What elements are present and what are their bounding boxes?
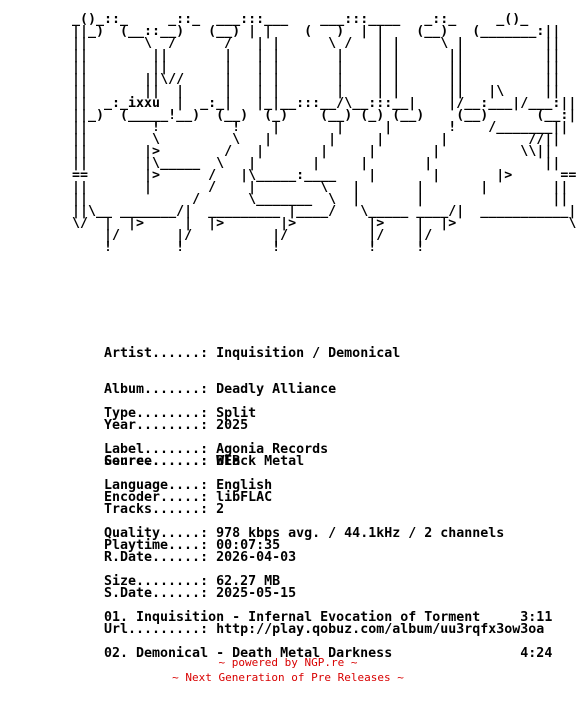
url-value: http://play.qobuz.com/album/uu3rqfx3ow3o…	[216, 622, 545, 637]
type-key: Type........:	[104, 406, 209, 421]
tracks-key: Tracks......:	[104, 502, 209, 517]
year-value: 2025	[216, 418, 249, 433]
track-item: 02. Demonical - Death Metal Darkness 4:2…	[104, 646, 553, 661]
artist-field: Artist......: Inquisition / Demonical	[104, 346, 401, 361]
track-item: 01. Inquisition - Infernal Evocation of …	[104, 610, 553, 625]
sdate-value: 2025-05-15	[216, 586, 297, 601]
quality-key: Quality.....:	[104, 526, 209, 541]
size-key: Size........:	[104, 574, 209, 589]
label-value: Agonia Records	[216, 442, 329, 457]
rdate-value: 2026-04-03	[216, 550, 297, 565]
track-duration: 3:11	[520, 610, 553, 625]
language-value: English	[216, 478, 273, 493]
quality-value: 978 kbps avg. / 44.1kHz / 2 channels	[216, 526, 505, 541]
tracks-value: 2	[216, 502, 225, 517]
release-info-group-5: R.Date......: 2026-04-03 S.Date......: 2…	[104, 528, 544, 648]
track-title: 01. Inquisition - Infernal Evocation of …	[104, 610, 481, 625]
track-duration: 4:24	[520, 646, 553, 661]
tracklist: 01. Inquisition - Infernal Evocation of …	[104, 588, 552, 672]
release-info-group-1: Artist......: Inquisition / Demonical Al…	[104, 324, 400, 480]
artist-key: Artist......:	[104, 346, 209, 361]
album-field: Album.......: Deadly Alliance	[104, 382, 400, 397]
year-field: Year........: 2025	[104, 418, 400, 433]
footer-tagline: ~ Next Generation of Pre Releases ~	[172, 671, 404, 684]
year-key: Year........:	[104, 418, 209, 433]
url-key: Url.........:	[104, 622, 209, 637]
playtime-value: 00:07:35	[216, 538, 281, 553]
encoder-key: Encoder.....:	[104, 490, 209, 505]
genre-field: Genre.......: Black Metal	[104, 454, 400, 469]
release-info-group-3: Source......: WEB Encoder.....: libFLAC …	[104, 432, 504, 552]
rdate-key: R.Date......:	[104, 550, 209, 565]
album-value: Deadly Alliance	[216, 382, 337, 397]
type-value: Split	[216, 406, 257, 421]
album-key: Album.......:	[104, 382, 209, 397]
label-key: Label.......:	[104, 442, 209, 457]
ascii-art-logo: _()_::_ _::_ ___:::___ ___:::____ _::_ _…	[72, 12, 576, 255]
size-field: Size........: 62.27 MB	[104, 574, 281, 589]
encoder-field: Encoder.....: libFLAC	[104, 490, 504, 505]
playtime-key: Playtime....:	[104, 538, 209, 553]
language-key: Language....:	[104, 478, 209, 493]
release-info-group-2: Type........: Split Label.......: Agonia…	[104, 384, 328, 504]
tracks-field: Tracks......: 2	[104, 502, 280, 517]
label-field: Label.......: Agonia Records	[104, 442, 329, 457]
encoder-value: libFLAC	[216, 490, 273, 505]
sdate-key: S.Date......:	[104, 586, 209, 601]
quality-field: Quality.....: 978 kbps avg. / 44.1kHz / …	[104, 526, 505, 541]
genre-key: Genre.......:	[104, 454, 209, 469]
artist-value: Inquisition / Demonical	[216, 346, 401, 361]
size-value: 62.27 MB	[216, 574, 281, 589]
source-key: Source......:	[104, 454, 209, 469]
playtime-field: Playtime....: 00:07:35	[104, 538, 281, 553]
rdate-field: R.Date......: 2026-04-03	[104, 550, 544, 565]
footer-powered-by: ~ powered by NGP.re ~	[218, 656, 358, 669]
sdate-field: S.Date......: 2025-05-15	[104, 586, 544, 601]
language-field: Language....: English	[104, 478, 328, 493]
source-field: Source......: WEB	[104, 454, 504, 469]
url-field: Url.........: http://play.qobuz.com/albu…	[104, 622, 545, 637]
release-info-group-4: Tracks......: 2 Playtime....: 00:07:35 S…	[104, 480, 280, 600]
track-title: 02. Demonical - Death Metal Darkness	[104, 646, 393, 661]
type-field: Type........: Split	[104, 406, 328, 421]
genre-value: Black Metal	[216, 454, 305, 469]
source-value: WEB	[216, 454, 241, 469]
